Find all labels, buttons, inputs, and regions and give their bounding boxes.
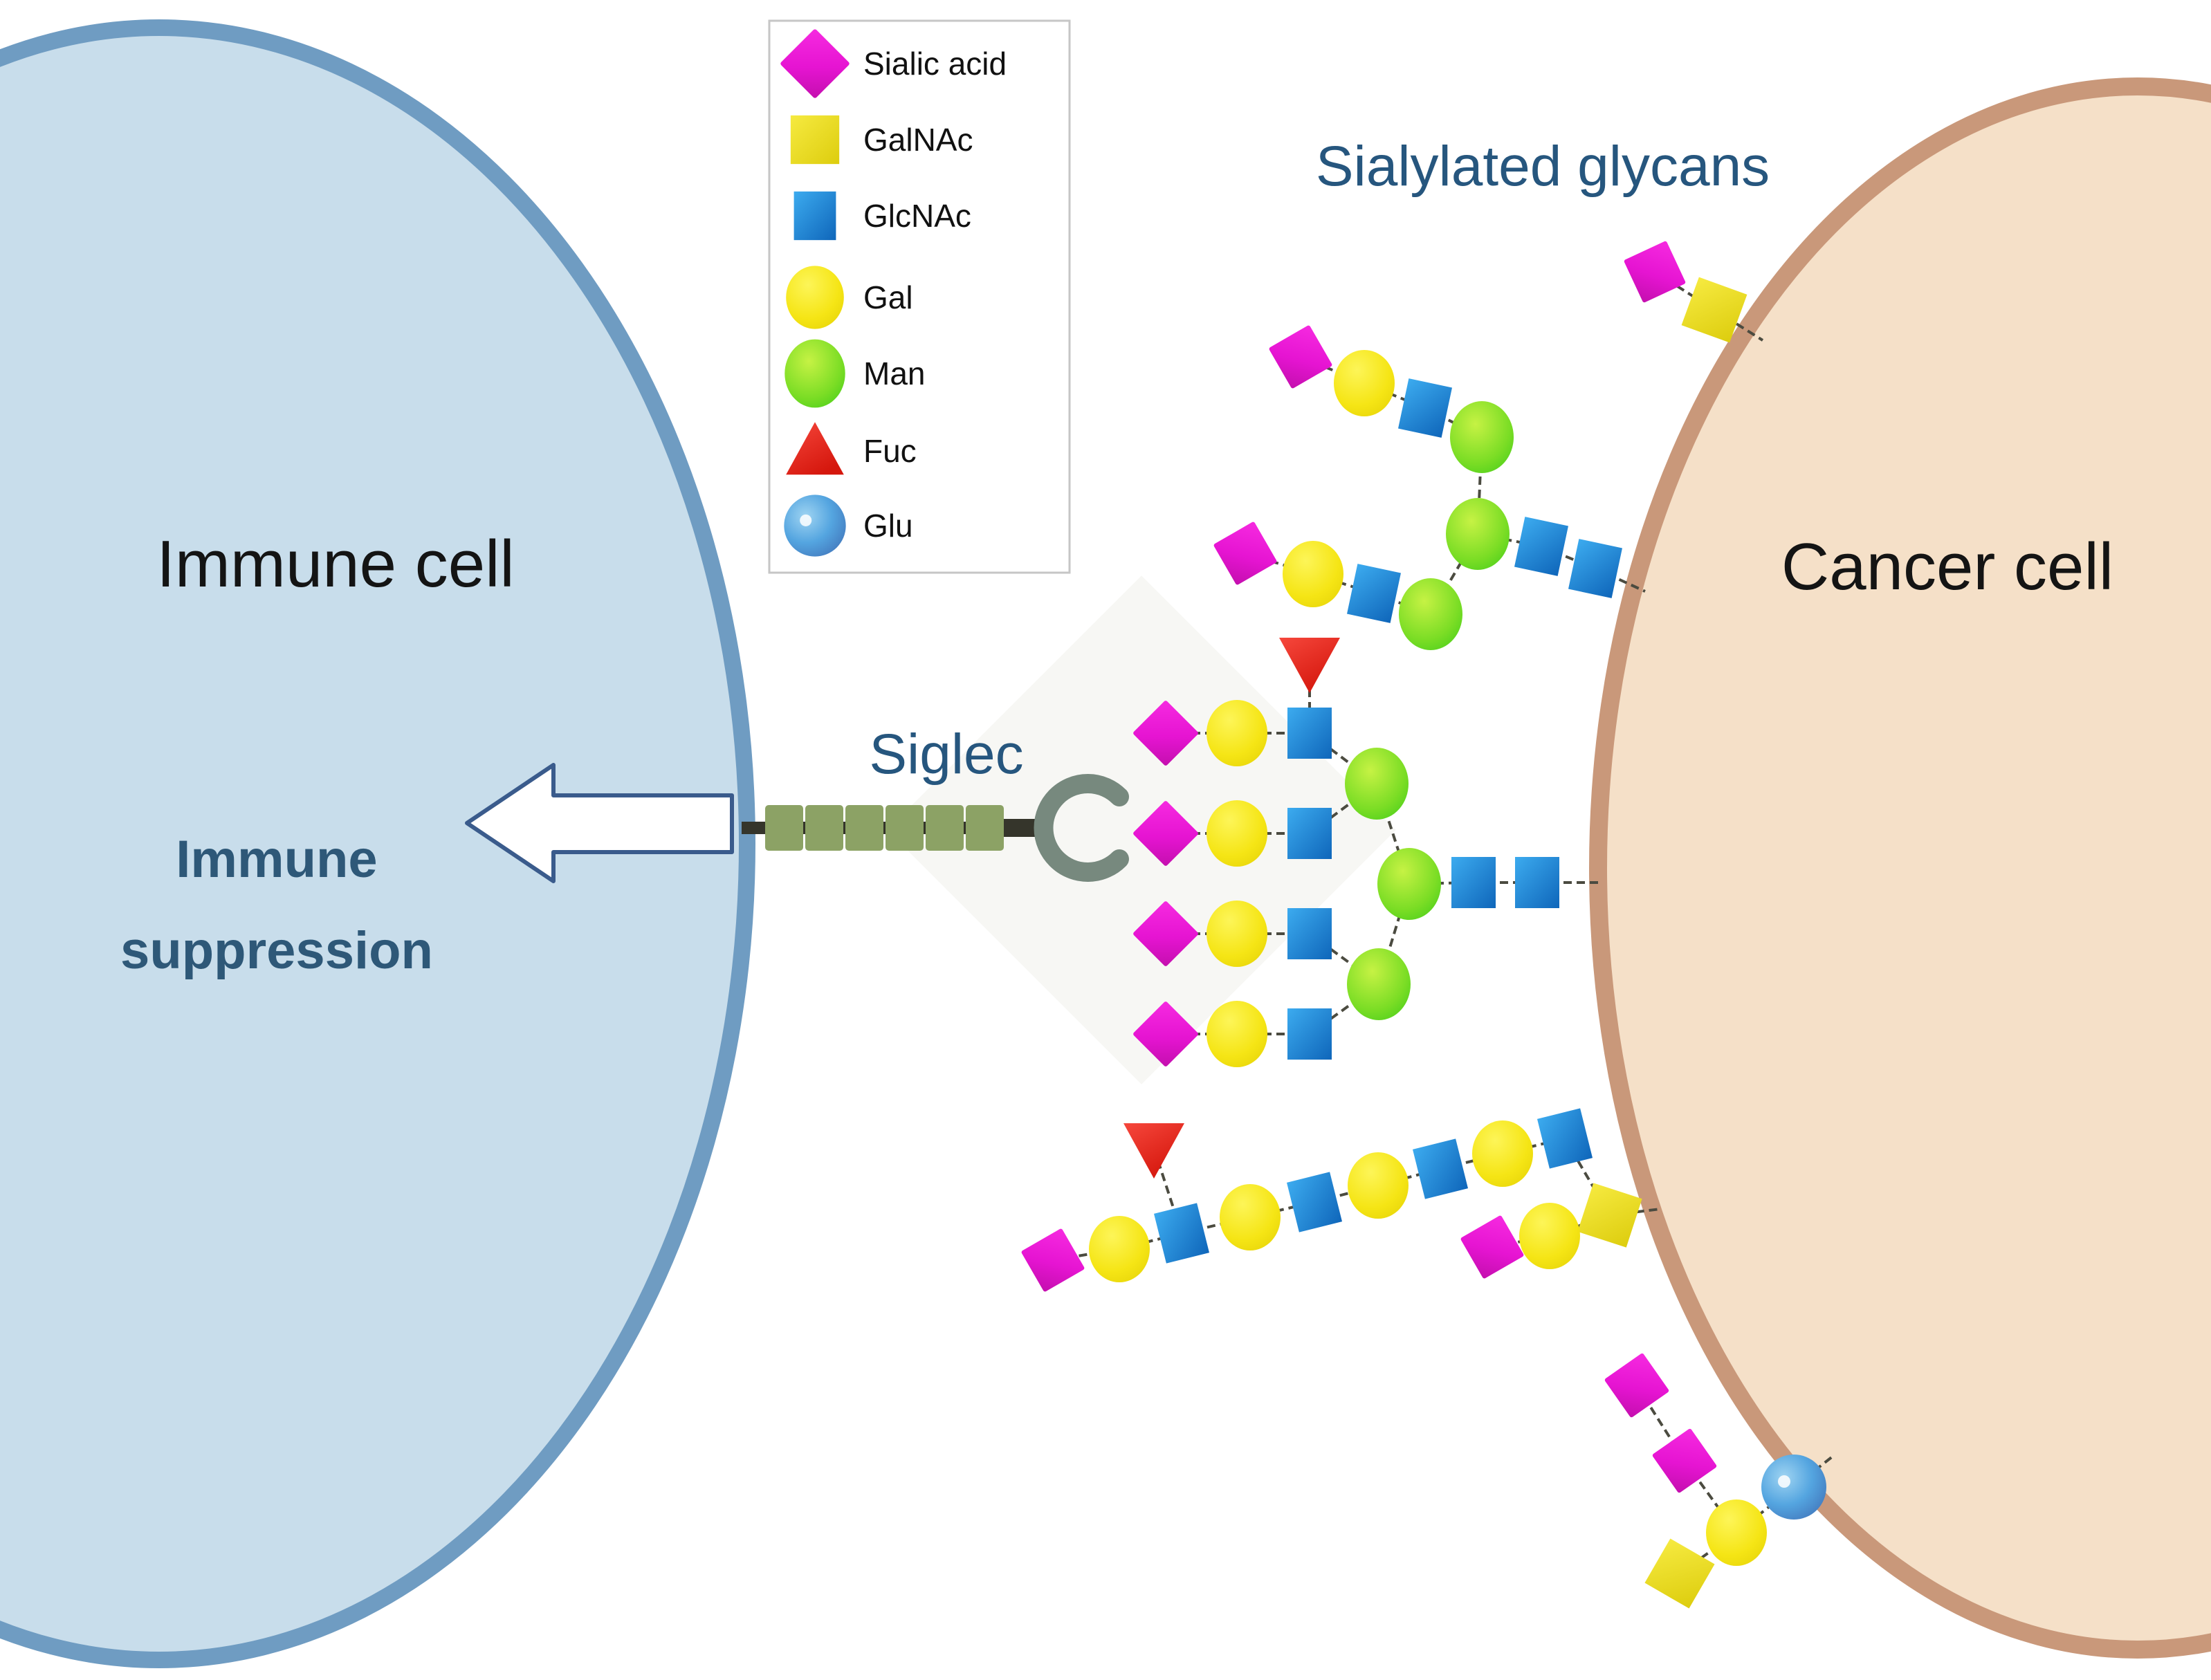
glu-node xyxy=(1761,1455,1826,1520)
legend-item-glcnac: GlcNAc xyxy=(793,191,971,241)
galnac-node xyxy=(1577,1183,1642,1248)
fuc-node xyxy=(1123,1123,1184,1179)
glcnac-node xyxy=(793,191,836,241)
gal-node xyxy=(1334,350,1395,416)
gal-node xyxy=(1283,541,1343,607)
gal-node xyxy=(1706,1499,1767,1566)
immune-suppression-arrow xyxy=(465,763,734,883)
glycan-tetraantennary xyxy=(1133,638,1599,1067)
glcnac-node xyxy=(1451,857,1496,908)
immune-suppression-line1: Immune xyxy=(176,830,377,889)
legend-label-galnac: GalNAc xyxy=(863,122,973,158)
glcnac-node xyxy=(1287,908,1332,959)
glcnac-node xyxy=(1153,1203,1210,1264)
fuc-node xyxy=(1279,638,1340,693)
sia-node xyxy=(1133,801,1198,866)
glycan-ganglioside xyxy=(1604,1353,1835,1609)
glcnac-node xyxy=(1568,539,1622,598)
gal-node xyxy=(1089,1216,1150,1282)
sia-node xyxy=(1652,1428,1717,1493)
glycosidic-link xyxy=(1541,545,1596,570)
gal-node xyxy=(1220,1184,1281,1250)
glcnac-node xyxy=(1347,564,1401,623)
immune-cell-body xyxy=(0,19,755,1668)
legend-item-fuc: Fuc xyxy=(786,422,917,475)
siglec-label: Siglec xyxy=(869,723,1023,786)
legend-label-glcnac: GlcNAc xyxy=(863,198,971,234)
sia-node xyxy=(780,29,850,98)
cancer-cell-body xyxy=(1589,77,2211,1659)
immune-cell-label: Immune cell xyxy=(156,527,515,601)
glcnac-node xyxy=(1412,1138,1469,1199)
gal-node xyxy=(1472,1120,1533,1187)
glcnac-node xyxy=(1286,1172,1343,1233)
legend-label-gal: Gal xyxy=(863,279,913,315)
galnac-node xyxy=(790,115,840,165)
glcnac-node xyxy=(1515,857,1559,908)
membrane-anchor-link xyxy=(1595,567,1646,593)
gal-node xyxy=(1207,1001,1267,1067)
man-node xyxy=(1399,578,1462,650)
man-node xyxy=(1377,848,1441,920)
siglec-binding-crescent xyxy=(1034,774,1129,882)
man-node xyxy=(785,339,845,408)
sia-node xyxy=(1133,701,1198,766)
membrane-anchor-link xyxy=(1609,1208,1661,1217)
immune-suppression-line2: suppression xyxy=(120,921,433,980)
legend-item-galnac: GalNAc xyxy=(790,115,973,165)
legend-item-sialic-acid: Sialic acid xyxy=(780,29,1007,98)
membrane-anchor-link xyxy=(1713,308,1764,342)
legend-label-man: Man xyxy=(863,356,925,391)
gal-node xyxy=(1348,1152,1409,1219)
membrane-anchor-link xyxy=(1792,1455,1835,1488)
sia-node xyxy=(1133,1001,1198,1067)
glcnac-node xyxy=(1398,378,1452,438)
glcnac-node xyxy=(1287,708,1332,759)
glycan-biantennary xyxy=(1213,325,1646,650)
glu-node xyxy=(784,495,846,557)
glcnac-node xyxy=(1287,808,1332,859)
legend-label-glu: Glu xyxy=(863,508,913,544)
siglec-domains xyxy=(765,805,1004,851)
man-node xyxy=(1345,748,1409,820)
glycan-top xyxy=(1624,241,1764,343)
gal-node xyxy=(1207,700,1267,766)
galnac-node xyxy=(1681,277,1747,343)
fuc-node xyxy=(786,422,844,475)
sia-node xyxy=(1624,241,1686,303)
glycan-polylacnac xyxy=(1021,1108,1661,1292)
gal-node xyxy=(786,266,844,329)
sialylated-glycans-title: Sialylated glycans xyxy=(1316,135,1770,198)
immune-suppression-label: Immune suppression xyxy=(120,830,433,980)
gal-node xyxy=(1207,800,1267,867)
glcnac-node xyxy=(1536,1108,1593,1169)
sia-node xyxy=(1133,901,1198,966)
sia-node xyxy=(1604,1353,1669,1418)
legend-label-fuc: Fuc xyxy=(863,433,917,469)
sia-node xyxy=(1460,1215,1524,1279)
galnac-node xyxy=(1644,1538,1715,1609)
legend-item-man: Man xyxy=(785,339,925,408)
sia-node xyxy=(1021,1228,1085,1292)
cancer-cell-label: Cancer cell xyxy=(1781,530,2113,604)
siglec-receptor xyxy=(742,774,1129,882)
gal-node xyxy=(1519,1203,1580,1269)
sia-node xyxy=(1269,325,1332,389)
legend-item-gal: Gal xyxy=(786,266,913,329)
sia-node xyxy=(1213,521,1277,585)
glcnac-node xyxy=(1514,517,1568,576)
legend-item-glu: Glu xyxy=(784,495,913,557)
man-node xyxy=(1446,498,1510,570)
gal-node xyxy=(1207,901,1267,967)
legend-label-sialic-acid: Sialic acid xyxy=(863,46,1007,82)
glcnac-node xyxy=(1287,1008,1332,1060)
man-node xyxy=(1347,948,1411,1020)
sialylated-glycan-structures xyxy=(1021,241,1835,1609)
man-node xyxy=(1450,401,1514,473)
